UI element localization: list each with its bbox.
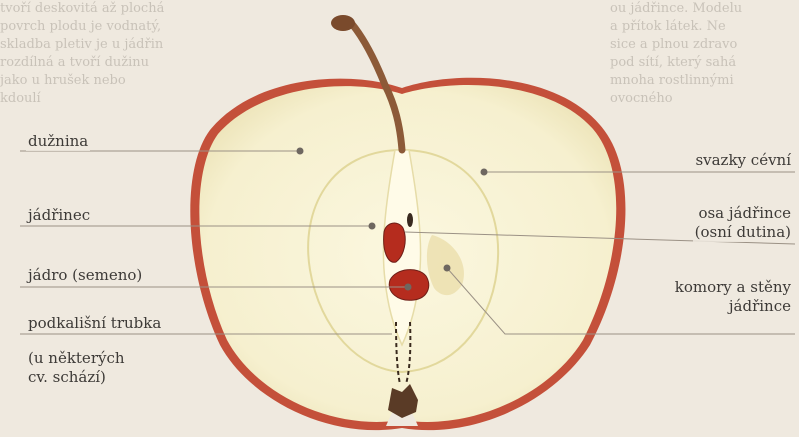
label-line: (u některých: [28, 349, 125, 368]
marker-dot: [369, 223, 376, 230]
label-line: osa jádřince: [695, 204, 791, 223]
label-line: komory a stěny: [675, 278, 791, 297]
marker-dot: [297, 148, 304, 155]
label-line: jádřince: [675, 297, 791, 316]
label-trubka-note: (u některých cv. schází): [26, 349, 127, 387]
label-jadrinec: jádřinec: [26, 206, 92, 225]
label-komory: komory a stěny jádřince: [673, 278, 793, 316]
label-line: (osní dutina): [695, 223, 791, 242]
label-trubka: podkališní trubka: [26, 314, 163, 333]
label-svazky: svazky cévní: [693, 151, 793, 170]
label-duznina: dužnina: [26, 132, 90, 151]
stem-end: [331, 15, 355, 31]
marker-dot: [481, 169, 488, 176]
seed-highlight: [407, 213, 413, 227]
marker-dot: [405, 284, 412, 291]
marker-dot: [444, 265, 451, 272]
label-osa: osa jádřince (osní dutina): [693, 204, 793, 242]
label-jadro: jádro (semeno): [26, 266, 144, 285]
label-line: cv. schází): [28, 368, 125, 387]
